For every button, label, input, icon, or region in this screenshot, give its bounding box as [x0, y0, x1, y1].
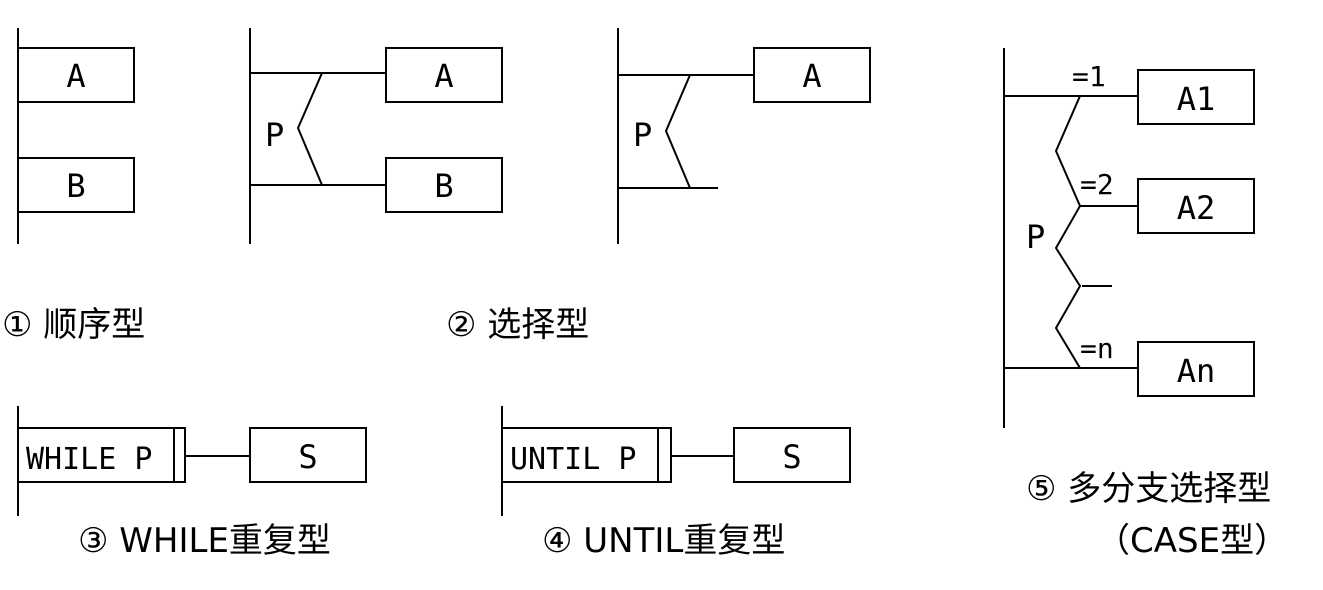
until-caption: ④ UNTIL重复型 [542, 521, 785, 561]
case-branch-2-label: =2 [1080, 168, 1114, 201]
selection-box-b-label: B [434, 167, 453, 205]
selection-box-a [385, 47, 503, 103]
case-box-1-label: A1 [1177, 80, 1216, 118]
case-branch-1-label: =1 [1072, 60, 1106, 93]
while-header-box [17, 427, 186, 483]
selection-diagram: P A B [249, 28, 503, 244]
until-header-label: UNTIL P [510, 442, 636, 477]
case-box-n-label: An [1177, 352, 1216, 390]
while-body-label: S [298, 438, 317, 476]
case-condition-label: P [1026, 218, 1045, 256]
case-caption-line2: （CASE型） [1096, 521, 1288, 561]
case-box-1 [1137, 69, 1255, 125]
until-body-box [733, 427, 851, 483]
case-condition-bracket [1054, 95, 1082, 369]
case-box-n [1137, 341, 1255, 397]
selection-box-a-label: A [434, 57, 453, 95]
sequence-box-a-label: A [66, 57, 85, 95]
single-selection-box-a-label: A [802, 57, 821, 95]
selection-box-b [385, 157, 503, 213]
selection-caption: ② 选择型 [446, 305, 589, 345]
sequence-diagram: A B [17, 28, 135, 244]
single-selection-condition-label: P [633, 116, 652, 154]
sequence-box-b-label: B [66, 167, 85, 205]
sequence-box-b [17, 157, 135, 213]
sequence-box-a [17, 47, 135, 103]
until-loop-diagram: UNTIL P S [501, 406, 851, 516]
while-loop-diagram: WHILE P S [17, 406, 367, 516]
single-selection-condition-bracket [664, 74, 691, 189]
sequence-caption: ① 顺序型 [2, 305, 145, 345]
single-selection-box-a [753, 47, 871, 103]
case-branch-n-label: =n [1080, 332, 1114, 365]
case-caption-line1: ⑤ 多分支选择型 [1026, 469, 1271, 509]
case-box-2 [1137, 178, 1255, 234]
single-selection-diagram: P A [617, 28, 871, 244]
while-body-box [249, 427, 367, 483]
case-box-2-label: A2 [1177, 189, 1216, 227]
case-diagram: P =1 =2 =n A1 A2 An [1003, 48, 1255, 428]
selection-condition-label: P [265, 116, 284, 154]
selection-condition-bracket [296, 72, 323, 186]
while-header-label: WHILE P [26, 442, 152, 477]
until-body-label: S [782, 438, 801, 476]
while-caption: ③ WHILE重复型 [78, 521, 331, 561]
